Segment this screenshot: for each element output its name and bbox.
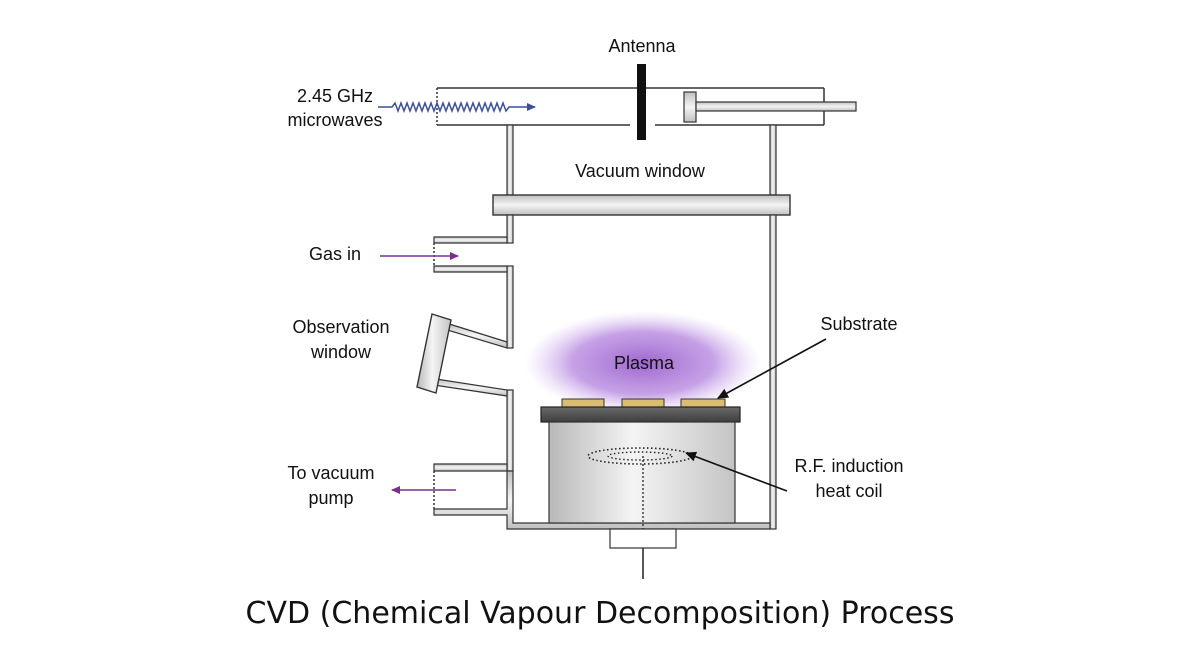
vacuum-window-label: Vacuum window bbox=[575, 161, 706, 181]
chamber-left-wall-seg3 bbox=[506, 389, 514, 472]
gas-inlet-port bbox=[380, 236, 508, 273]
tuning-plunger-head bbox=[683, 91, 697, 123]
rf-coil-pointer-arrow bbox=[685, 451, 788, 492]
observation-window-port bbox=[416, 313, 508, 397]
substrate-piece-3 bbox=[680, 398, 726, 408]
plasma-cloud bbox=[525, 311, 761, 415]
substrate-holder bbox=[540, 398, 741, 579]
rf-coil-label-line1: R.F. induction bbox=[794, 456, 903, 476]
vacuum-pump-port bbox=[391, 463, 508, 509]
vacuum-window bbox=[492, 194, 791, 216]
upper-tube-right-wall bbox=[769, 124, 777, 196]
substrate-piece-2 bbox=[621, 398, 665, 408]
observation-lower-tube bbox=[433, 378, 508, 397]
upper-tube-left-wall bbox=[506, 124, 514, 196]
heater-body bbox=[548, 421, 736, 524]
chamber-bottom bbox=[433, 470, 771, 530]
chamber-left-wall-seg1 bbox=[506, 214, 514, 244]
observation-window-glass bbox=[416, 313, 452, 394]
observation-upper-tube bbox=[443, 322, 508, 349]
antenna-label: Antenna bbox=[608, 36, 676, 56]
gas-inlet-lower-pipe bbox=[433, 265, 508, 273]
substrate-piece-1 bbox=[561, 398, 605, 408]
chamber-right-wall bbox=[769, 214, 777, 530]
vacuum-pump-label-line2: pump bbox=[308, 488, 353, 508]
substrate-label: Substrate bbox=[820, 314, 897, 334]
feedthrough-block bbox=[609, 528, 677, 549]
reactor-chamber bbox=[433, 214, 777, 530]
plasma-label: Plasma bbox=[614, 353, 675, 373]
microwaves-label-line2: microwaves bbox=[287, 110, 382, 130]
substrate-stage-plate bbox=[540, 406, 741, 423]
rf-coil-inner bbox=[607, 451, 673, 461]
observation-window-label-line1: Observation bbox=[292, 317, 389, 337]
substrate-pointer-arrow bbox=[717, 338, 827, 399]
microwave-wave bbox=[378, 100, 536, 114]
pump-upper-pipe bbox=[433, 463, 508, 472]
chamber-left-wall-seg2 bbox=[506, 265, 514, 349]
waveguide bbox=[436, 64, 857, 140]
rf-coil-label-line2: heat coil bbox=[815, 481, 882, 501]
microwave-input bbox=[378, 100, 536, 114]
diagram-caption: CVD (Chemical Vapour Decomposition) Proc… bbox=[246, 596, 955, 631]
microwaves-label-line1: 2.45 GHz bbox=[297, 86, 373, 106]
tuning-plunger-rod bbox=[695, 101, 857, 112]
observation-window-label-line2: window bbox=[310, 342, 372, 362]
gas-inlet-upper-pipe bbox=[433, 236, 508, 244]
gas-in-label: Gas in bbox=[309, 244, 361, 264]
vacuum-pump-label-line1: To vacuum bbox=[287, 463, 374, 483]
antenna-rod bbox=[637, 64, 646, 140]
